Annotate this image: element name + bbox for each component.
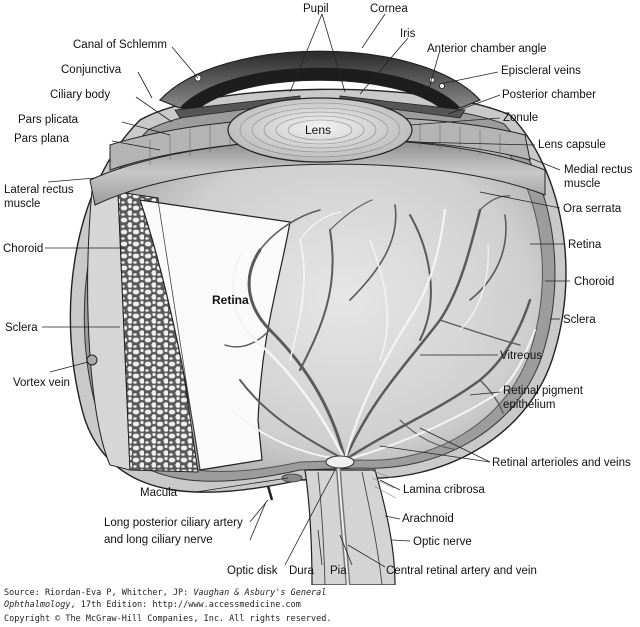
source-credit: Source: Riordan-Eva P, Whitcher, JP: Vau…: [4, 587, 404, 625]
label-anterior-chamber-angle: Anterior chamber angle: [427, 43, 547, 55]
label-episcleral-veins: Episcleral veins: [501, 65, 581, 77]
label-vitreous: Vitreous: [500, 350, 542, 362]
label-pars-plicata: Pars plicata: [18, 114, 79, 126]
label-dura: Dura: [289, 565, 315, 577]
label-lamina-cribrosa: Lamina cribrosa: [403, 484, 485, 496]
label-retina-right: Retina: [568, 239, 602, 251]
label-pia: Pia: [330, 565, 347, 577]
label-cornea: Cornea: [370, 3, 408, 15]
label-posterior-chamber: Posterior chamber: [502, 89, 596, 101]
vortex-vein: [86, 354, 98, 366]
label-lateral-rectus-2: muscle: [4, 198, 40, 210]
label-medial-rectus-2: muscle: [564, 178, 600, 190]
label-optic-disk: Optic disk: [227, 565, 278, 577]
optic-nerve: [281, 455, 397, 585]
labels: Pupil Cornea Canal of Schlemm Iris Anter…: [3, 3, 633, 577]
eye-cross-section-diagram: Pupil Cornea Canal of Schlemm Iris Anter…: [3, 3, 633, 585]
anterior-chamber: [179, 68, 461, 113]
macula: [281, 473, 303, 483]
label-lens: Lens: [305, 123, 331, 137]
choroid-mesh: [117, 191, 199, 473]
long-ciliary-nerve: [266, 485, 274, 501]
sclera-cut: [87, 189, 131, 471]
leader-lines: [42, 13, 570, 568]
label-canal-of-schlemm: Canal of Schlemm: [73, 39, 167, 51]
label-lens-capsule: Lens capsule: [538, 139, 606, 151]
label-arachnoid: Arachnoid: [402, 513, 454, 525]
source-line-2: Ophthalmology, 17th Edition: http://www.…: [4, 600, 301, 610]
label-long-posterior-1: Long posterior ciliary artery: [104, 517, 243, 529]
label-pupil: Pupil: [303, 3, 329, 15]
label-retinal-arterioles: Retinal arterioles and veins: [492, 457, 631, 469]
label-ciliary-body: Ciliary body: [50, 89, 110, 101]
label-zonule: Zonule: [503, 112, 538, 124]
label-vortex-vein: Vortex vein: [13, 377, 70, 389]
label-sclera-left: Sclera: [5, 322, 38, 334]
label-retinal-pigment-1: Retinal pigment: [503, 385, 584, 397]
label-optic-nerve: Optic nerve: [413, 536, 472, 548]
source-line-1: Source: Riordan-Eva P, Whitcher, JP: Vau…: [4, 588, 327, 598]
label-retina-center: Retina: [212, 293, 249, 307]
label-choroid-right: Choroid: [574, 276, 614, 288]
label-retinal-pigment-2: epithelium: [503, 399, 555, 411]
label-conjunctiva: Conjunctiva: [61, 64, 122, 76]
optic-nerve-sheath: [304, 469, 396, 585]
copyright-line: Copyright © The McGraw-Hill Companies, I…: [4, 614, 332, 624]
label-long-posterior-2: and long ciliary nerve: [104, 534, 213, 546]
label-medial-rectus-1: Medial rectus: [564, 164, 633, 176]
anterior-segment: [158, 50, 482, 163]
label-choroid-left: Choroid: [3, 243, 43, 255]
label-ora-serrata: Ora serrata: [563, 203, 622, 215]
label-lateral-rectus-1: Lateral rectus: [4, 184, 74, 196]
label-pars-plana: Pars plana: [14, 133, 70, 145]
lens-rings: [239, 102, 401, 158]
label-sclera-right: Sclera: [563, 314, 596, 326]
label-central-retinal: Central retinal artery and vein: [386, 565, 537, 577]
label-iris: Iris: [400, 28, 416, 40]
optic-disk: [325, 455, 355, 469]
label-macula: Macula: [140, 487, 178, 499]
